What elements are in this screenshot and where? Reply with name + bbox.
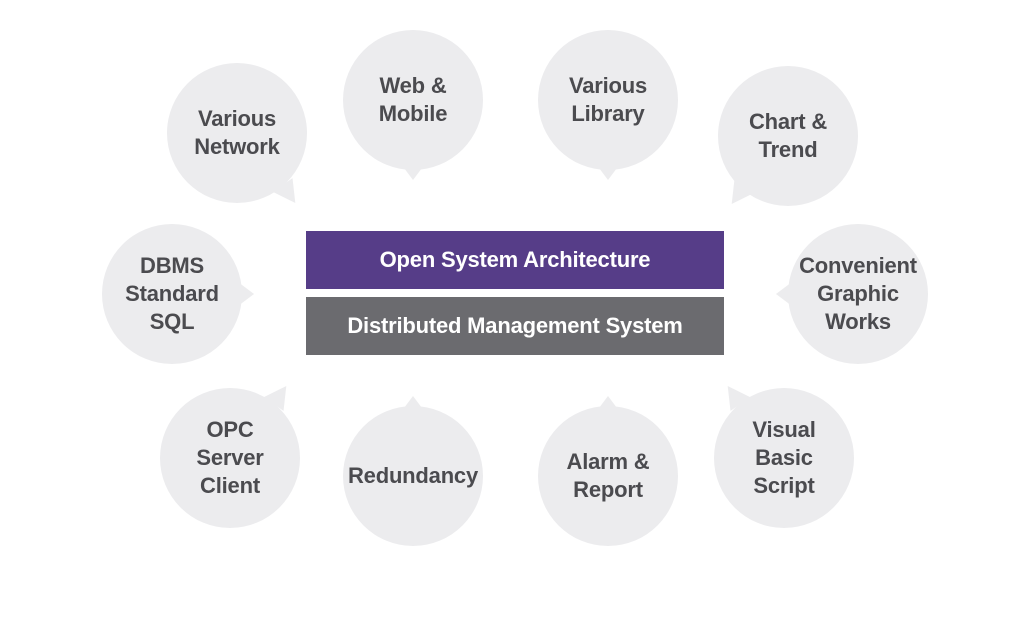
feature-bubble-opc-server-client: OPC Server Client: [160, 379, 300, 528]
bubble-tail: [238, 282, 254, 306]
bubble-tail: [721, 179, 755, 211]
feature-bubble-alarm-report: Alarm & Report: [538, 396, 678, 546]
feature-bubble-various-network: Various Network: [167, 63, 307, 210]
bubble-tail: [596, 164, 620, 180]
feature-label-dbms-sql: DBMS Standard SQL: [125, 253, 219, 334]
open-system-architecture-label: Open System Architecture: [379, 247, 651, 272]
feature-bubble-web-mobile: Web & Mobile: [343, 30, 483, 180]
feature-bubble-convenient-graphic: Convenient Graphic Works: [776, 224, 928, 364]
feature-label-visual-basic-script: Visual Basic Script: [752, 417, 816, 498]
distributed-management-system-label: Distributed Management System: [347, 313, 683, 338]
feature-bubble-redundancy: Redundancy: [343, 396, 483, 546]
feature-label-web-mobile: Web & Mobile: [378, 73, 448, 126]
feature-label-alarm-report: Alarm & Report: [566, 449, 650, 502]
bubble-tail: [272, 178, 306, 210]
feature-bubble-visual-basic-script: Visual Basic Script: [714, 379, 854, 528]
bubble-tail: [401, 164, 425, 180]
bubble-tail: [263, 379, 297, 411]
feature-bubble-dbms-sql: DBMS Standard SQL: [102, 224, 254, 364]
distributed-management-system-bar: Distributed Management System: [306, 297, 724, 355]
feature-label-convenient-graphic: Convenient Graphic Works: [799, 253, 917, 334]
feature-bubble-chart-trend: Chart & Trend: [718, 66, 858, 211]
bubble-tail: [776, 282, 792, 306]
feature-label-chart-trend: Chart & Trend: [748, 109, 828, 162]
feature-label-various-library: Various Library: [568, 73, 648, 126]
open-system-architecture-bar: Open System Architecture: [306, 231, 724, 289]
feature-label-redundancy: Redundancy: [347, 463, 479, 488]
feature-bubble-various-library: Various Library: [538, 30, 678, 180]
feature-label-various-network: Various Network: [194, 106, 280, 159]
bubble-tail: [717, 379, 751, 411]
bubble-tail: [596, 396, 620, 412]
feature-label-opc-server-client: OPC Server Client: [196, 417, 264, 498]
bubble-tail: [401, 396, 425, 412]
